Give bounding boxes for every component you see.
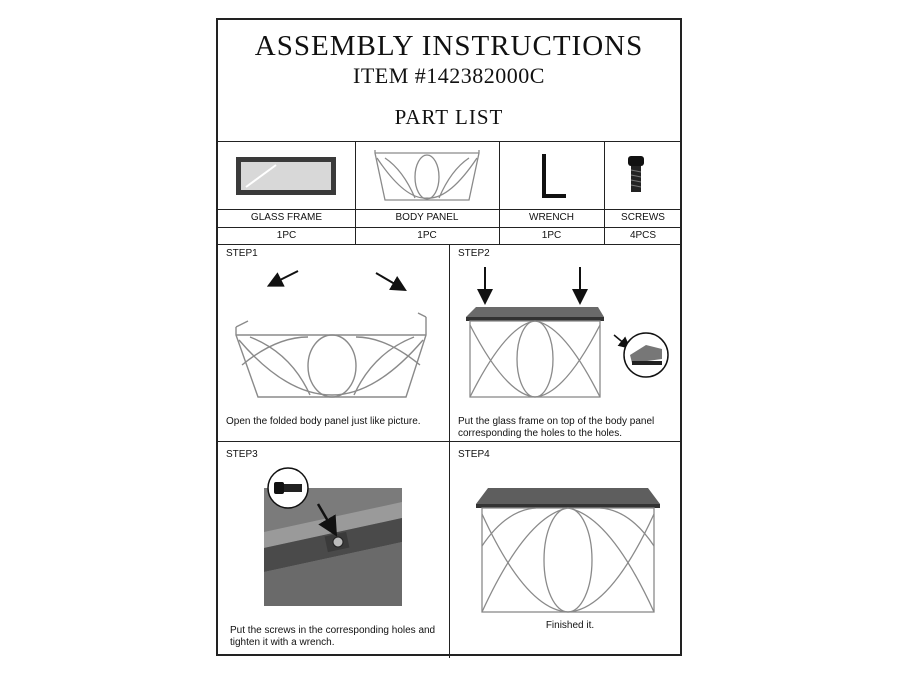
step2-caption: Put the glass frame on top of the body p… bbox=[458, 416, 655, 439]
assembly-sheet: ASSEMBLY INSTRUCTIONS ITEM #142382000C P… bbox=[216, 18, 682, 658]
divider bbox=[499, 141, 500, 244]
step2-label: STEP2 bbox=[458, 248, 490, 259]
part-name-glass-frame: GLASS FRAME bbox=[250, 212, 323, 223]
step4-caption: Finished it. bbox=[545, 620, 595, 631]
part-qty-wrench: 1PC bbox=[541, 230, 562, 241]
part-qty-screws: 4PCS bbox=[629, 230, 657, 241]
part-qty-glass-frame: 1PC bbox=[276, 230, 297, 241]
wrench-image bbox=[542, 154, 566, 198]
step1-label: STEP1 bbox=[226, 248, 258, 259]
body-panel-image bbox=[374, 150, 480, 201]
item-number: ITEM #142382000C bbox=[353, 63, 545, 88]
step3-label: STEP3 bbox=[226, 449, 258, 460]
step4-image bbox=[476, 488, 660, 613]
divider bbox=[218, 227, 680, 228]
step3-image bbox=[264, 467, 402, 606]
part-list-heading: PART LIST bbox=[394, 105, 504, 129]
divider bbox=[218, 141, 680, 142]
step2-image bbox=[466, 267, 669, 398]
step3-caption: Put the screws in the corresponding hole… bbox=[230, 625, 436, 648]
divider bbox=[218, 441, 680, 442]
step1-image bbox=[235, 270, 427, 398]
step1-caption: Open the folded body panel just like pic… bbox=[226, 416, 421, 427]
divider bbox=[449, 244, 450, 658]
screw-image bbox=[628, 156, 644, 192]
step4-label: STEP4 bbox=[458, 449, 490, 460]
part-name-wrench: WRENCH bbox=[529, 212, 574, 223]
divider bbox=[355, 141, 356, 244]
part-name-screws: SCREWS bbox=[621, 212, 665, 223]
divider bbox=[604, 141, 605, 244]
document-title: ASSEMBLY INSTRUCTIONS bbox=[254, 30, 644, 62]
divider bbox=[218, 209, 680, 210]
part-qty-body-panel: 1PC bbox=[417, 230, 437, 241]
glass-frame-image bbox=[236, 157, 336, 195]
part-name-body-panel: BODY PANEL bbox=[395, 212, 459, 223]
